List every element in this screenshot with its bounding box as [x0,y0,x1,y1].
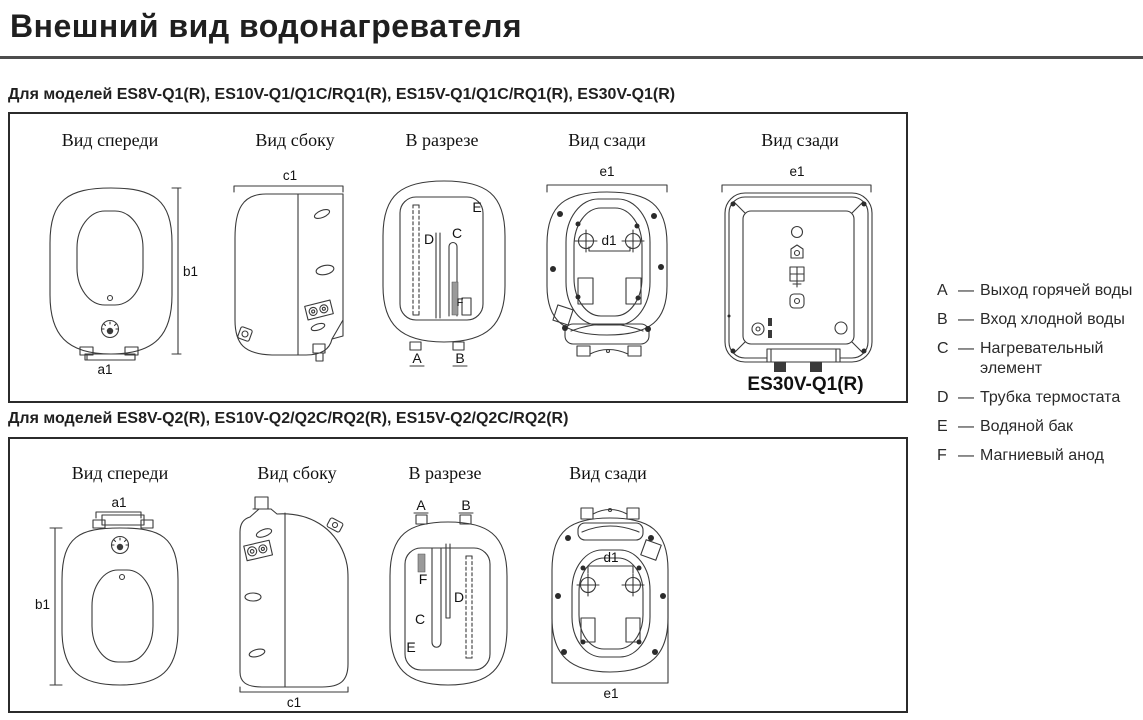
title-divider [0,56,1143,59]
view-title-side-1: Вид сбоку [255,130,335,150]
dim-label-e1-2: e1 [603,686,618,701]
dim-label-a1-2: a1 [111,495,126,510]
legend-description: Трубка термостата [980,389,1121,406]
dim-label-b1: b1 [183,264,198,279]
diagram-panel-2 [8,437,908,713]
view-title-cut-1: В разрезе [405,130,479,150]
legend-item-F: F — Магниевый анод [937,446,1143,466]
legend-item-A: A — Выход горячей воды [937,281,1143,301]
legend-letter: C [937,340,949,357]
view-title-front-1: Вид спереди [61,130,159,150]
dim-label-a1: a1 [97,362,112,377]
dim-label-c1-2: c1 [287,695,301,710]
heater-front-outline-2 [49,511,179,686]
parts-legend: A — Выход горячей воды B — Вход хлодной … [937,281,1143,475]
side-view-drawing-2: c1 [239,496,349,710]
view-title-rear-1: Вид сзади [568,130,646,150]
part-label-D-2: D [454,589,464,605]
section2-subtitle: Для моделей ES8V-Q2(R), ES10V-Q2/Q2C/RQ2… [8,410,569,427]
rear-view-es30-drawing: e1 [721,164,873,372]
part-label-F-2: F [419,571,428,587]
part-label-B: B [455,350,464,366]
legend-dash: — [958,418,974,435]
heater-rear-es30-outline [721,184,873,372]
dim-label-d1-2: d1 [603,550,618,565]
dim-label-c1: c1 [283,168,297,183]
part-label-E-2: E [406,639,415,655]
model-label-es30: ES30V-Q1(R) [747,374,864,395]
legend-letter: D [937,389,949,406]
view-title-front-2: Вид спереди [71,463,169,483]
legend-letter: F [937,447,947,464]
heater-front-outline [49,187,182,361]
heater-section-outline [382,180,506,367]
legend-description: Магниевый анод [980,447,1104,464]
dim-label-d1: d1 [601,233,616,248]
legend-dash: — [958,340,974,357]
heater-side-outline-2 [239,496,349,693]
part-label-F: F [457,297,464,309]
legend-item-D: D — Трубка термостата [937,388,1143,408]
legend-letter: E [937,418,948,435]
section1-subtitle: Для моделей ES8V-Q1(R), ES10V-Q1/Q1C/RQ1… [8,86,676,103]
legend-letter: B [937,311,948,328]
legend-description: Водяной бак [980,418,1074,435]
legend-description: Вход хлодной воды [980,311,1125,328]
front-view-drawing-2: a1 b1 [35,495,179,686]
cross-section-drawing-2: A B F D C E [389,497,508,686]
page-title: Внешний вид водонагревателя [10,8,523,44]
rear-view-drawing-1: e1 d1 [546,164,668,357]
view-title-rear-2: Вид сзади [569,463,647,483]
view-title-cut-2: В разрезе [408,463,482,483]
part-label-A: A [412,350,422,366]
heater-rear-outline-2 [551,507,669,684]
legend-description: Выход горячей воды [980,282,1133,299]
legend-dash: — [958,447,974,464]
heater-rear-outline [546,184,668,357]
legend-description: Нагревательный элемент [980,340,1104,377]
legend-dash: — [958,311,974,328]
part-label-A-2: A [416,497,426,513]
dim-label-b1-2: b1 [35,597,50,612]
cross-section-drawing-1: E D C F A B [382,180,506,367]
dim-label-e1: e1 [599,164,614,179]
legend-letter: A [937,282,948,299]
part-label-C: C [452,225,462,241]
side-view-drawing-1: c1 [233,168,344,362]
part-label-C-2: C [415,611,425,627]
view-title-rear30-1: Вид сзади [761,130,839,150]
legend-item-C: C — Нагревательный элемент [937,339,1143,379]
dim-label-e1-es30: e1 [789,164,804,179]
view-title-side-2: Вид сбоку [257,463,337,483]
legend-dash: — [958,282,974,299]
legend-dash: — [958,389,974,406]
heater-side-outline [233,185,344,362]
part-label-E: E [472,199,481,215]
legend-item-E: E — Водяной бак [937,417,1143,437]
front-view-drawing-1: b1 a1 [49,187,198,377]
part-label-B-2: B [461,497,470,513]
rear-view-drawing-2: d1 e1 [551,507,669,701]
legend-item-B: B — Вход хлодной воды [937,310,1143,330]
part-label-D: D [424,231,434,247]
heater-section-outline-2 [389,512,508,686]
diagram-panel-1 [8,112,908,403]
